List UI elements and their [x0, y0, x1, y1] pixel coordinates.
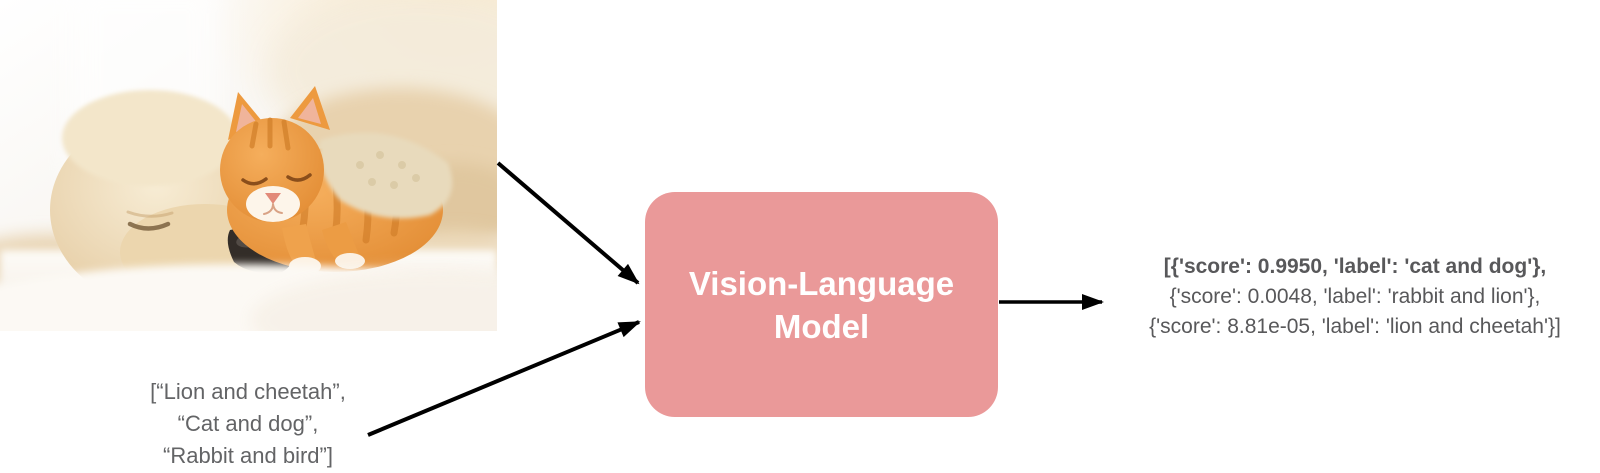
- output-line-1: [{'score': 0.9950, 'label': 'cat and dog…: [1163, 255, 1547, 278]
- vlm-box: Vision-Language Model: [645, 192, 998, 417]
- arrow-labels-to-model: [367, 320, 641, 437]
- output-line-3: {'score': 8.81e-05, 'label': 'lion and c…: [1149, 315, 1561, 338]
- output-text: [{'score': 0.9950, 'label': 'cat and dog…: [1085, 252, 1600, 342]
- vlm-box-title-line-1: Vision-Language: [688, 264, 955, 302]
- dog-and-kitten-illustration: [0, 0, 497, 331]
- vlm-box-title-line-2: Model: [773, 307, 870, 345]
- candidate-label-line-3: “Rabbit and bird”]: [163, 443, 333, 468]
- candidate-label-line-2: “Cat and dog”,: [177, 411, 319, 436]
- candidate-label-line-1: [“Lion and cheetah”,: [150, 379, 346, 404]
- arrow-image-to-model: [496, 161, 640, 285]
- input-image-photo: [0, 0, 497, 331]
- vlm-box-title: Vision-Language Model: [689, 262, 954, 348]
- output-line-2: {'score': 0.0048, 'label': 'rabbit and l…: [1169, 285, 1541, 308]
- candidate-labels-text: [“Lion and cheetah”, “Cat and dog”, “Rab…: [98, 376, 398, 472]
